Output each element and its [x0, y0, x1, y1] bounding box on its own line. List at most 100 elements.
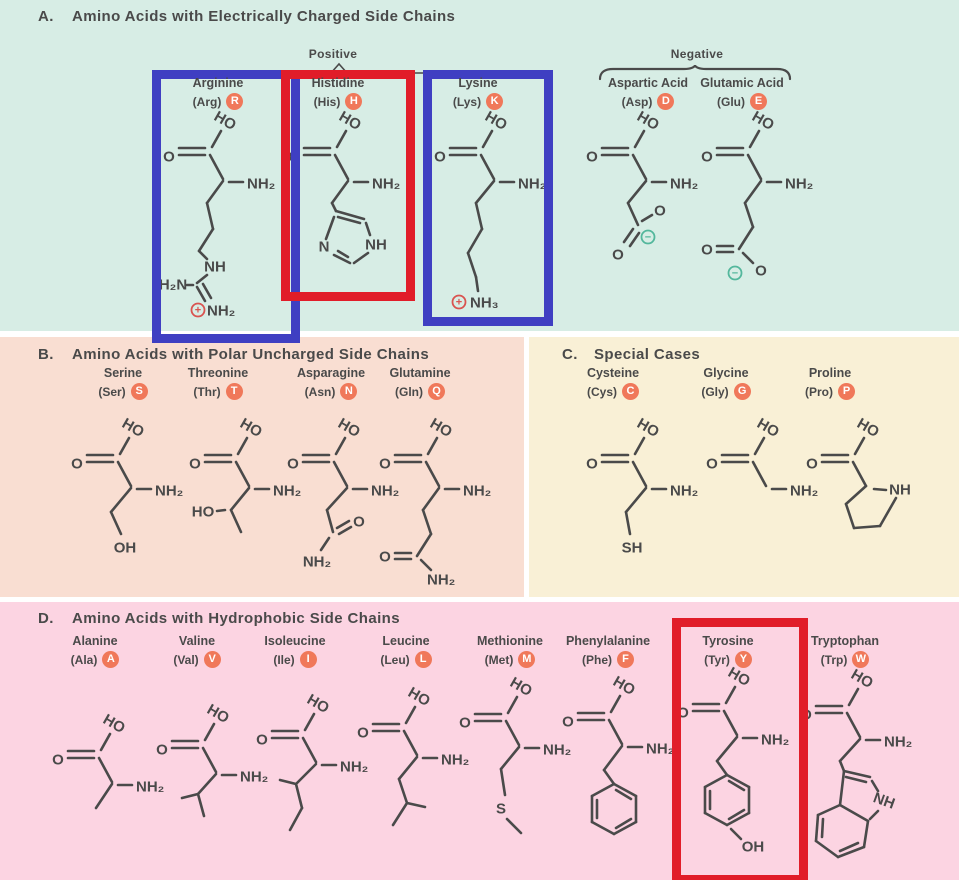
- svg-text:O: O: [562, 714, 574, 731]
- svg-text:HO: HO: [336, 108, 364, 134]
- svg-text:O: O: [52, 752, 64, 769]
- svg-text:NH₂: NH₂: [247, 176, 275, 193]
- amino-acid-name-tryptophan: Tryptophan: [810, 634, 880, 648]
- amino-acid-abbr-methionine: (Met)M: [440, 651, 580, 668]
- amino-acid-name-glutamine: Glutamine: [389, 366, 451, 380]
- svg-text:+: +: [195, 305, 201, 317]
- panel-b-letter: B.: [38, 346, 54, 363]
- letter-badge-lysine: K: [486, 93, 504, 110]
- svg-text:NH₂: NH₂: [372, 176, 400, 193]
- svg-text:HO: HO: [304, 691, 332, 717]
- abbr-text: (Ala): [70, 652, 98, 667]
- svg-text:HO: HO: [848, 666, 876, 692]
- svg-text:N: N: [319, 239, 330, 256]
- panel-c-letter: C.: [562, 346, 578, 363]
- svg-text:O: O: [612, 247, 624, 264]
- amino-acid-name-aspartic: Aspartic Acid: [607, 76, 689, 90]
- letter-badge-arginine: R: [226, 93, 244, 110]
- svg-text:NH₂: NH₂: [207, 303, 235, 320]
- amino-acid-name-threonine: Threonine: [187, 366, 249, 380]
- abbr-text: (Cys): [586, 384, 617, 399]
- svg-text:HO: HO: [749, 108, 777, 134]
- amino-acid-name-lysine: Lysine: [458, 76, 498, 90]
- amino-acid-abbr-arginine: (Arg)R: [148, 93, 288, 110]
- amino-acid-abbr-aspartic: (Asp)D: [578, 93, 718, 110]
- svg-text:NH₂: NH₂: [340, 759, 368, 776]
- svg-text:HO: HO: [204, 701, 232, 727]
- abbr-text: (Tyr): [704, 652, 730, 667]
- letter-badge-glutamine: Q: [428, 383, 445, 400]
- letter-badge-threonine: T: [225, 383, 243, 400]
- amino-acid-name-asparagine: Asparagine: [296, 366, 366, 380]
- letter-badge-aspartic: D: [657, 93, 675, 110]
- svg-text:O: O: [586, 149, 598, 166]
- svg-text:NH₂: NH₂: [136, 779, 164, 796]
- svg-text:HO: HO: [754, 415, 782, 441]
- svg-text:−: −: [645, 232, 651, 244]
- amino-acid-name-methionine: Methionine: [477, 634, 543, 648]
- svg-text:O: O: [353, 514, 365, 531]
- svg-text:O: O: [357, 725, 369, 742]
- svg-text:HO: HO: [610, 673, 638, 699]
- svg-text:O: O: [379, 549, 391, 566]
- svg-text:O: O: [701, 242, 713, 259]
- amino-acid-abbr-glutamicacid: (Glu)E: [672, 93, 812, 110]
- svg-text:O: O: [156, 742, 168, 759]
- svg-text:O: O: [71, 456, 83, 473]
- abbr-text: (Val): [173, 652, 199, 667]
- panel-d-letter: D.: [38, 610, 54, 627]
- svg-text:NH₂: NH₂: [463, 483, 491, 500]
- positive-bracket: [160, 62, 530, 74]
- amino-acid-abbr-lysine: (Lys)K: [408, 93, 548, 110]
- panel-c-title: Special Cases: [594, 346, 701, 363]
- amino-acid-abbr-serine: (Ser)S: [53, 383, 193, 400]
- svg-text:O: O: [434, 149, 446, 166]
- svg-text:NH₂: NH₂: [785, 176, 813, 193]
- svg-text:S: S: [496, 801, 506, 818]
- amino-acid-abbr-asparagine: (Asn)N: [261, 383, 401, 400]
- svg-text:HO: HO: [211, 108, 239, 134]
- svg-text:HO: HO: [100, 711, 128, 737]
- amino-acid-name-valine: Valine: [178, 634, 216, 648]
- letter-badge-valine: V: [203, 651, 221, 668]
- amino-acid-abbr-glycine: (Gly)G: [656, 383, 796, 400]
- svg-text:NH: NH: [889, 482, 911, 499]
- letter-badge-cysteine: C: [622, 383, 639, 400]
- svg-text:NH: NH: [871, 789, 897, 812]
- letter-badge-asparagine: N: [340, 383, 358, 400]
- amino-acid-name-alanine: Alanine: [72, 634, 118, 648]
- amino-acid-abbr-histidine: (His)H: [268, 93, 408, 110]
- abbr-text: (Leu): [380, 652, 410, 667]
- panel-a-title: Amino Acids with Electrically Charged Si…: [72, 8, 456, 25]
- abbr-text: (Gln): [395, 384, 423, 399]
- svg-text:O: O: [706, 456, 718, 473]
- structure-isoleucine: HO O NH₂: [256, 691, 368, 832]
- letter-badge-leucine: L: [414, 651, 432, 668]
- svg-text:NH₂: NH₂: [155, 483, 183, 500]
- svg-text:O: O: [256, 732, 268, 749]
- amino-acid-abbr-threonine: (Thr)T: [148, 383, 288, 400]
- group-label-negative: Negative: [670, 47, 724, 61]
- svg-text:HO: HO: [507, 674, 535, 700]
- amino-acid-abbr-alanine: (Ala)A: [25, 651, 165, 668]
- svg-text:HO: HO: [192, 504, 215, 521]
- svg-text:NH₂: NH₂: [427, 572, 455, 589]
- letter-badge-proline: P: [838, 383, 855, 400]
- svg-text:O: O: [163, 149, 175, 166]
- panel-d-title: Amino Acids with Hydrophobic Side Chains: [72, 610, 400, 627]
- letter-badge-serine: S: [130, 383, 148, 400]
- amino-acid-name-glycine: Glycine: [703, 366, 749, 380]
- amino-acid-name-histidine: Histidine: [311, 76, 365, 90]
- svg-text:NH₂: NH₂: [670, 176, 698, 193]
- amino-acid-name-tyrosine: Tyrosine: [702, 634, 754, 648]
